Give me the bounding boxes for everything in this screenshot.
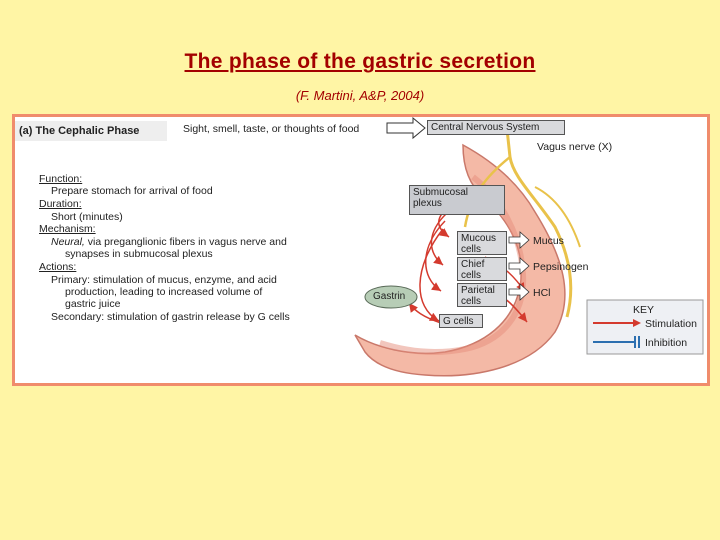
vagus-label: Vagus nerve (X) [537,141,613,153]
mechanism-label: Mechanism: [39,223,96,235]
submucosal-line-2: plexus [413,198,442,209]
hcl-label: HCl [533,287,551,299]
gastrin-label: Gastrin [373,291,406,302]
page-title: The phase of the gastric secretion [184,50,536,73]
action-line-3: gastric juice [65,298,121,310]
actions-label: Actions: [39,261,77,273]
function-label: Function: [39,173,83,185]
chief-line-2: cells [461,270,482,281]
stomach-illustration [15,117,704,377]
vagus-nerve [505,128,573,318]
stomach-inner [379,174,527,355]
key-stimulation: Stimulation [645,318,697,330]
mucus-label: Mucus [533,235,564,247]
duration-text: Short (minutes) [51,211,123,223]
chief-cells-box: Chief cells [457,257,507,281]
duration-label: Duration: [39,198,82,210]
submucosal-line-1: Submucosal [413,187,469,198]
mechanism-text-1: via preganglionic fibers in vagus nerve … [84,236,287,248]
mucous-line-1: Mucous [461,233,497,244]
action-line-4: Secondary: stimulation of gastrin releas… [51,311,290,323]
action-line-2: production, leading to increased volume … [65,286,263,298]
pepsinogen-label: Pepsinogen [533,261,589,273]
parietal-line-1: Parietal [461,285,495,296]
stimulus-arrow [386,117,426,140]
parietal-line-2: cells [461,296,482,307]
citation: (F. Martini, A&P, 2004) [295,88,425,103]
gastrin-oval [364,285,418,309]
panel-title-bg [15,121,167,141]
cns-box: Central Nervous System [427,120,565,135]
gastric-diagram: (a) The Cephalic Phase Sight, smell, tas… [12,114,710,386]
key-inhibition: Inhibition [645,337,688,349]
mechanism-line-2: synapses in submucosal plexus [65,248,213,260]
g-cells-box: G cells [439,314,483,328]
key-title: KEY [633,304,655,316]
stimulus-label: Sight, smell, taste, or thoughts of food [183,123,360,135]
function-text: Prepare stomach for arrival of food [51,185,213,197]
panel-title: (a) The Cephalic Phase [19,125,140,137]
action-line-1: Primary: stimulation of mucus, enzyme, a… [51,274,277,286]
mucous-line-2: cells [461,244,482,255]
key-box [586,299,704,355]
mucous-cells-box: Mucous cells [457,231,507,255]
mechanism-line-1: Neural, via preganglionic fibers in vagu… [51,236,287,248]
parietal-cells-box: Parietal cells [457,283,507,307]
submucosal-box: Submucosal plexus [409,185,505,215]
chief-line-1: Chief [461,259,485,270]
mechanism-emphasis: Neural, [51,236,85,248]
